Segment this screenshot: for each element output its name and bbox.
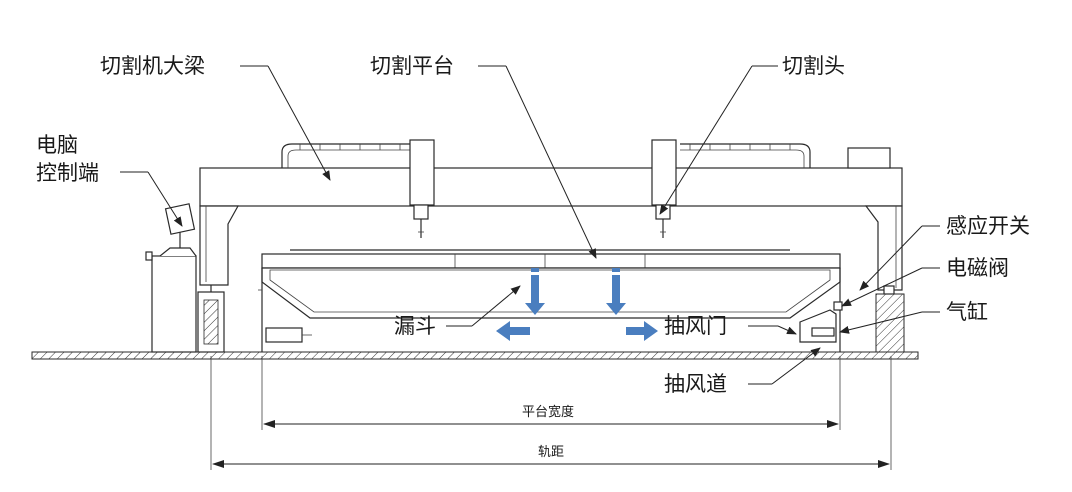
cable-chain [281,143,811,168]
cutting-head-right [651,139,677,238]
floor [31,351,919,360]
label-computer-line1: 电脑 [36,133,78,157]
label-head: 切割头 [782,54,845,78]
label-duct: 抽风道 [664,372,727,396]
airflow-arrows [496,268,658,341]
cutting-platform [258,249,843,352]
dimension-lines [210,356,892,470]
gantry-beam [199,147,903,291]
label-cylinder: 气缸 [946,300,988,324]
cutting-head-left [409,139,435,238]
label-solenoid: 电磁阀 [946,256,1009,280]
label-platform: 切割平台 [370,54,454,78]
label-beam: 切割机大梁 [100,54,205,78]
left-support [197,285,225,353]
label-platform-width: 平台宽度 [522,404,574,420]
label-sensor: 感应开关 [946,214,1030,238]
label-hopper: 漏斗 [394,314,436,338]
right-support [875,285,905,353]
label-computer-line2: 控制端 [36,161,99,185]
label-track-gauge: 轨距 [538,445,564,460]
label-damper: 抽风门 [664,314,727,338]
leader-lines [120,65,940,385]
computer-station [145,203,197,353]
